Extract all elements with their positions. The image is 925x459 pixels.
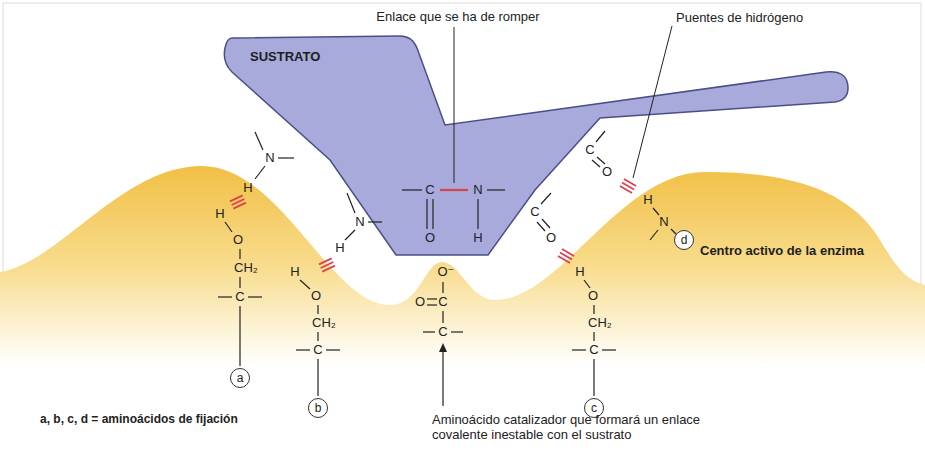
atom-symbol: C — [530, 205, 539, 220]
callout-letter: d — [681, 234, 688, 246]
broken-bond — [440, 189, 468, 191]
atom-symbol: O⁻ — [438, 265, 455, 280]
atom-symbol: C — [313, 343, 322, 358]
atom-symbol: CH₂ — [234, 261, 258, 276]
atom-symbol: C — [425, 183, 434, 198]
atom-symbol: O — [415, 295, 425, 310]
atom-symbol: O — [233, 233, 243, 248]
atom-symbol: H — [290, 265, 299, 280]
atom-symbol: N — [355, 215, 364, 230]
callout-circle: b — [308, 398, 328, 418]
atom-symbol: H — [575, 265, 584, 280]
substrate-shape: SUSTRATO — [215, 30, 855, 262]
atom-symbol: O — [425, 231, 435, 246]
callout-circle: a — [230, 368, 250, 388]
atom-symbol: CH₂ — [588, 316, 612, 331]
atom-symbol: O — [588, 289, 598, 304]
atom-symbol: C — [589, 343, 598, 358]
atom-symbol: O — [602, 165, 612, 180]
atom-symbol: H — [335, 241, 344, 256]
atom-symbol: H — [215, 207, 224, 222]
atom-symbol: N — [265, 151, 274, 166]
atom-symbol: N — [659, 215, 668, 230]
region-label: Centro activo de la enzima — [700, 243, 864, 258]
atom-symbol: O — [311, 289, 321, 304]
atom-symbol: C — [585, 143, 594, 158]
hydrogen-bonds — [230, 179, 636, 272]
atom-symbol: N — [473, 183, 482, 198]
atom-symbol: CH₂ — [312, 316, 336, 331]
bonds — [218, 26, 676, 406]
atom-symbol: H — [643, 193, 652, 208]
callout-letter: a — [237, 372, 244, 384]
annotation-label: Puentes de hidrógeno — [676, 11, 803, 26]
annotation-label: Enlace que se ha de romper — [376, 10, 539, 25]
arrow-head — [439, 343, 447, 352]
atom-symbol: C — [438, 325, 447, 340]
atom-symbol: O — [546, 231, 556, 246]
annotation-label: Aminoácido catalizador que formará un en… — [432, 413, 737, 443]
atom-symbol: C — [438, 295, 447, 310]
atom-symbol: H — [473, 231, 482, 246]
callout-letter: b — [315, 402, 322, 414]
substrate-label: SUSTRATO — [250, 49, 320, 64]
atom-symbol: H — [243, 181, 252, 196]
callout-circle: d — [674, 230, 694, 250]
legend-note: a, b, c, d = aminoácidos de fijación — [40, 413, 238, 427]
substrate-outline — [215, 30, 855, 262]
atom-symbol: C — [235, 290, 244, 305]
